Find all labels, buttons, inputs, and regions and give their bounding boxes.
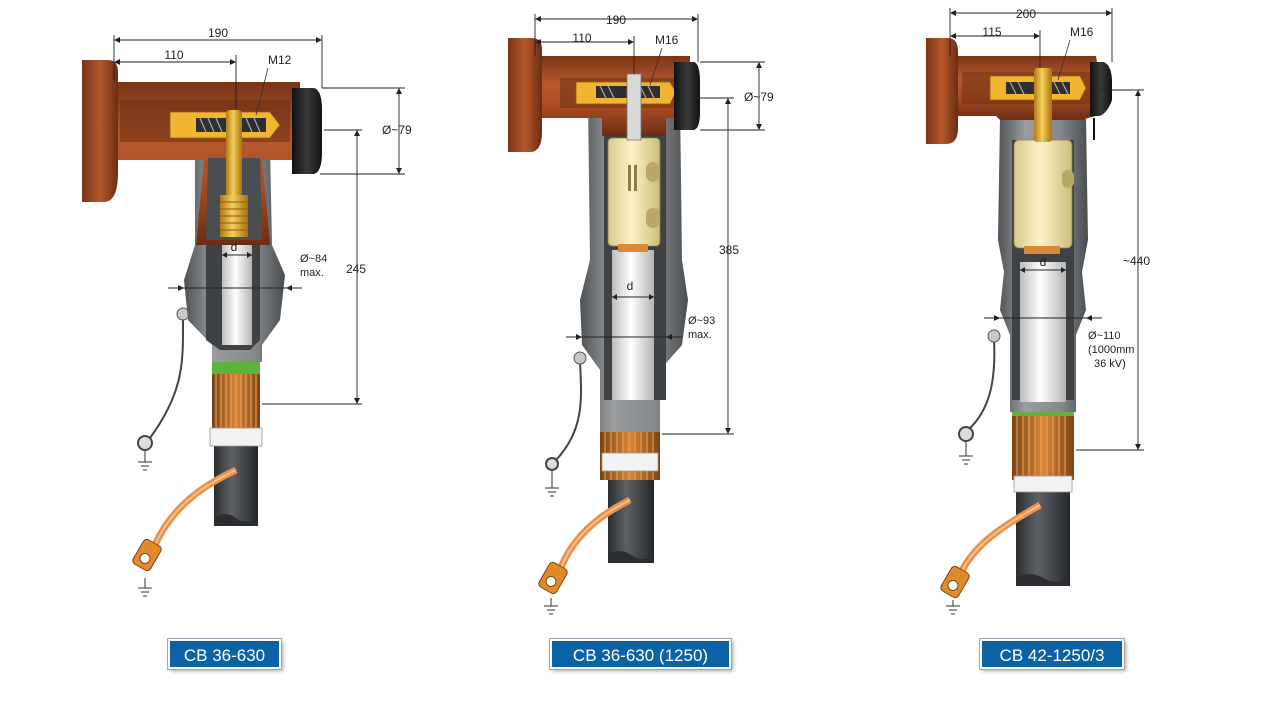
metal-clamp-ring [1013, 475, 1073, 493]
left-flange [926, 38, 958, 144]
dim-insulation-note: max. [688, 329, 712, 341]
model-label-cb-36-630: CB 36-630 [168, 639, 281, 669]
cable-lug [1034, 68, 1052, 142]
earth-lug [132, 538, 162, 572]
model-label-cb-36-630-1250: CB 36-630 (1250) [550, 639, 731, 669]
ground-eye [137, 435, 153, 451]
compression-connector [1013, 139, 1073, 249]
earth-lug [940, 565, 970, 599]
dim-conductor: d [1040, 255, 1047, 269]
cable-conductor [612, 250, 654, 400]
dim-insulation-dia: Ø~110 [1088, 330, 1121, 342]
end-cap [674, 62, 700, 130]
connector-diagram-2: 190 110 M16 Ø~79 385 Ø~93 max. d [508, 13, 774, 615]
dim-flange-dia: Ø~79 [382, 123, 412, 137]
dim-conductor: d [627, 279, 634, 293]
dim-offset: 115 [982, 25, 1001, 39]
dim-height: 245 [346, 262, 366, 276]
green-tape-band [212, 360, 260, 374]
dim-total-width: 200 [1016, 7, 1036, 21]
dim-height: 385 [719, 243, 739, 257]
test-point-eye [987, 329, 1001, 343]
ground-symbol [545, 471, 559, 497]
ground-symbol [138, 578, 152, 597]
dim-insulation-dia: Ø~84 [300, 253, 327, 265]
cable-conductor [1020, 262, 1066, 402]
end-cap [1090, 62, 1112, 116]
dim-thread: M16 [1070, 25, 1094, 39]
end-cap [292, 88, 322, 174]
dim-offset: 110 [572, 31, 591, 45]
ground-symbol [544, 598, 558, 615]
test-point-wire [967, 339, 996, 431]
dim-total-width: 190 [208, 26, 228, 40]
dim-thread: M16 [655, 33, 679, 47]
dim-flange-dia: Ø~79 [744, 90, 774, 104]
left-flange [508, 38, 542, 152]
model-label-cb-42-1250-3: CB 42-1250/3 [980, 639, 1124, 669]
earth-lug [538, 561, 568, 595]
connector-diagram-3: 200 115 M16 ~440 Ø~110 (1000mm 36 kV) d [926, 7, 1150, 615]
dim-insulation-note-1: (1000mm [1088, 344, 1134, 356]
dim-insulation-note-2: 36 kV) [1094, 358, 1126, 370]
dim-total-width: 190 [606, 13, 626, 27]
connector-diagram-1: 190 110 M12 Ø~79 245 Ø~84 max. d [82, 26, 412, 597]
cable-sheath [1016, 480, 1070, 585]
metal-clamp-ring [601, 452, 659, 472]
dim-offset: 110 [164, 48, 183, 62]
test-point-wire [555, 361, 583, 461]
ground-symbol [959, 441, 973, 465]
dim-height: ~440 [1123, 254, 1150, 268]
ground-eye [545, 457, 559, 471]
ground-eye [958, 426, 974, 442]
dim-conductor: d [231, 240, 238, 254]
metal-clamp-ring [209, 427, 263, 447]
dim-thread: M12 [268, 53, 292, 67]
ground-symbol [138, 450, 152, 471]
ground-symbol [946, 600, 960, 615]
left-flange [82, 60, 118, 202]
cable-break [214, 514, 258, 526]
dimension-lines [534, 14, 765, 435]
compression-connector [607, 137, 661, 247]
dim-insulation-dia: Ø~93 [688, 315, 715, 327]
dimension-lines [113, 35, 405, 405]
test-point-wire [149, 317, 185, 439]
dimension-lines [949, 8, 1144, 451]
cable-lug [626, 73, 642, 141]
cable-lug [226, 110, 242, 210]
dim-insulation-note: max. [300, 267, 324, 279]
test-point-eye [573, 351, 587, 365]
